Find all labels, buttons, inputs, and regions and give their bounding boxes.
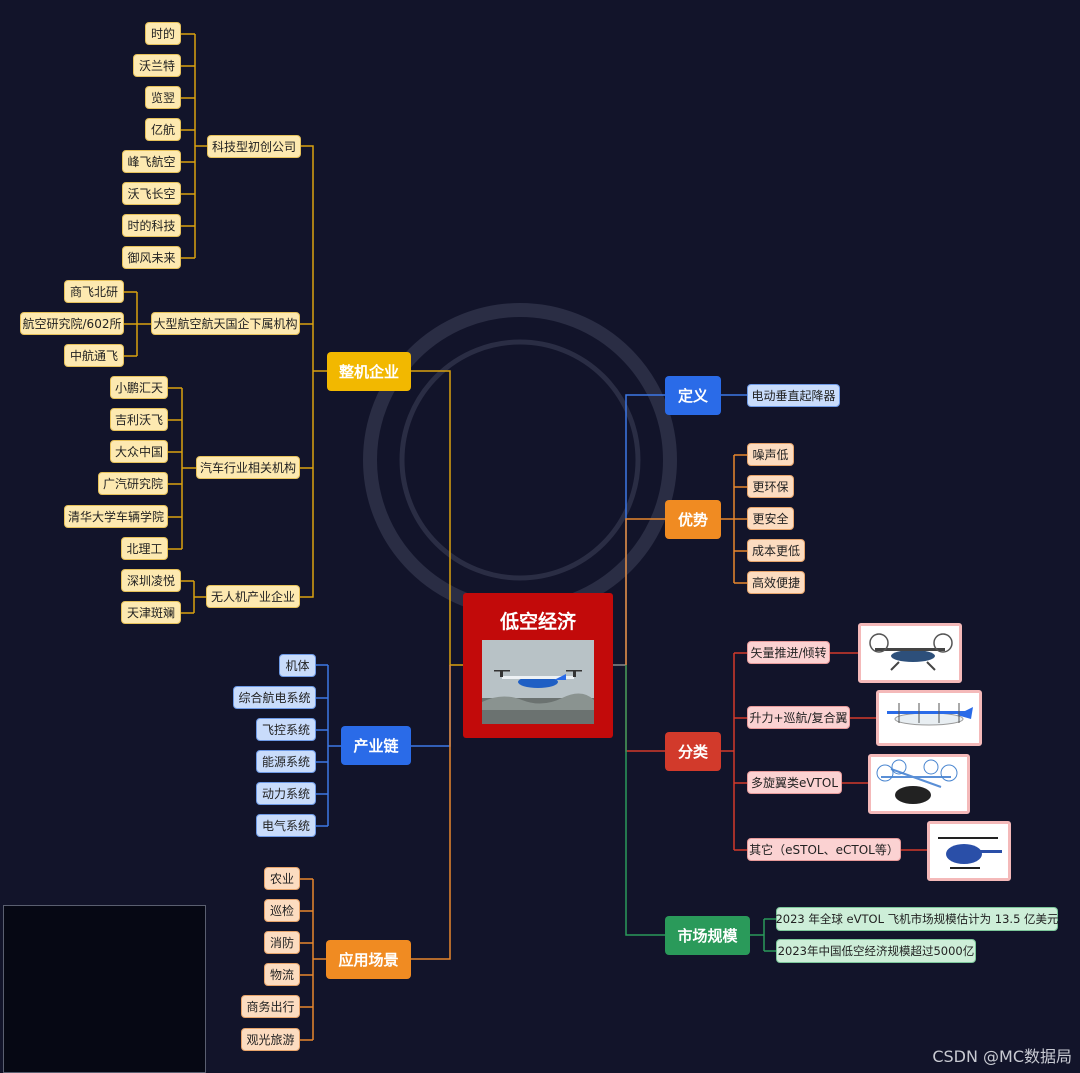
watermark-text: CSDN @MC数据局: [932, 1047, 1072, 1066]
node-market-size[interactable]: 市场规模: [665, 916, 750, 955]
leaf-advantage[interactable]: 高效便捷: [747, 571, 805, 594]
leaf-chain[interactable]: 电气系统: [256, 814, 316, 837]
group-tech-startups[interactable]: 科技型初创公司: [207, 135, 301, 158]
leaf-chain[interactable]: 综合航电系统: [233, 686, 316, 709]
center-node[interactable]: 低空经济: [463, 593, 613, 738]
leaf-advantage[interactable]: 成本更低: [747, 539, 805, 562]
leaf-state-aerospace[interactable]: 航空研究院/602所: [20, 312, 124, 335]
leaf-advantage[interactable]: 更安全: [747, 507, 794, 530]
blank-overlay-panel: [3, 905, 206, 1073]
node-categories[interactable]: 分类: [665, 732, 721, 771]
leaf-market[interactable]: 2023 年全球 eVTOL 飞机市场规模估计为 13.5 亿美元: [775, 907, 1059, 931]
leaf-scene[interactable]: 农业: [264, 867, 300, 890]
node-industry-chain[interactable]: 产业链: [341, 726, 411, 765]
leaf-chain[interactable]: 飞控系统: [256, 718, 316, 741]
leaf-automotive[interactable]: 吉利沃飞: [110, 408, 168, 431]
leaf-scene[interactable]: 物流: [264, 963, 300, 986]
leaf-definition[interactable]: 电动垂直起降器: [747, 384, 840, 407]
tiltrotor-aircraft-image: [858, 623, 962, 683]
leaf-scene[interactable]: 消防: [264, 931, 300, 954]
leaf-startup[interactable]: 沃飞长空: [122, 182, 181, 205]
leaf-automotive[interactable]: 广汽研究院: [98, 472, 168, 495]
leaf-startup[interactable]: 亿航: [145, 118, 181, 141]
leaf-startup[interactable]: 览翌: [145, 86, 181, 109]
leaf-scene[interactable]: 观光旅游: [241, 1028, 300, 1051]
leaf-drone[interactable]: 深圳凌悦: [121, 569, 181, 592]
leaf-chain[interactable]: 动力系统: [256, 782, 316, 805]
group-automotive[interactable]: 汽车行业相关机构: [196, 456, 300, 479]
leaf-startup[interactable]: 时的: [145, 22, 181, 45]
leaf-chain[interactable]: 机体: [279, 654, 316, 677]
center-title: 低空经济: [499, 611, 576, 633]
multirotor-evtol-image: [868, 754, 970, 814]
group-drone-industry[interactable]: 无人机产业企业: [206, 585, 300, 608]
leaf-state-aerospace[interactable]: 商飞北研: [64, 280, 124, 303]
leaf-advantage[interactable]: 更环保: [747, 475, 794, 498]
leaf-startup[interactable]: 御风未来: [122, 246, 181, 269]
node-advantages[interactable]: 优势: [665, 500, 721, 539]
leaf-advantage[interactable]: 噪声低: [747, 443, 794, 466]
node-application-scenes[interactable]: 应用场景: [326, 940, 411, 979]
leaf-startup[interactable]: 时的科技: [122, 214, 181, 237]
leaf-automotive[interactable]: 大众中国: [110, 440, 168, 463]
leaf-category[interactable]: 多旋翼类eVTOL: [747, 771, 842, 794]
leaf-category[interactable]: 其它（eSTOL、eCTOL等）: [747, 838, 901, 861]
leaf-state-aerospace[interactable]: 中航通飞: [64, 344, 124, 367]
leaf-automotive[interactable]: 小鹏汇天: [110, 376, 168, 399]
leaf-category[interactable]: 升力+巡航/复合翼: [747, 706, 850, 729]
leaf-automotive[interactable]: 清华大学车辆学院: [64, 505, 168, 528]
leaf-startup[interactable]: 峰飞航空: [122, 150, 181, 173]
leaf-scene[interactable]: 商务出行: [241, 995, 300, 1018]
node-definition[interactable]: 定义: [665, 376, 721, 415]
leaf-market[interactable]: 2023年中国低空经济规模超过5000亿: [776, 939, 976, 963]
leaf-startup[interactable]: 沃兰特: [133, 54, 181, 77]
leaf-scene[interactable]: 巡检: [264, 899, 300, 922]
leaf-automotive[interactable]: 北理工: [121, 537, 168, 560]
leaf-category[interactable]: 矢量推进/倾转: [747, 641, 830, 664]
compound-wing-aircraft-image: [876, 690, 982, 746]
center-aircraft-image: [482, 640, 594, 724]
leaf-chain[interactable]: 能源系统: [256, 750, 316, 773]
group-state-aerospace[interactable]: 大型航空航天国企下属机构: [151, 312, 300, 335]
node-whole-machine[interactable]: 整机企业: [327, 352, 411, 391]
helicopter-image: [927, 821, 1011, 881]
leaf-drone[interactable]: 天津斑斓: [121, 601, 181, 624]
